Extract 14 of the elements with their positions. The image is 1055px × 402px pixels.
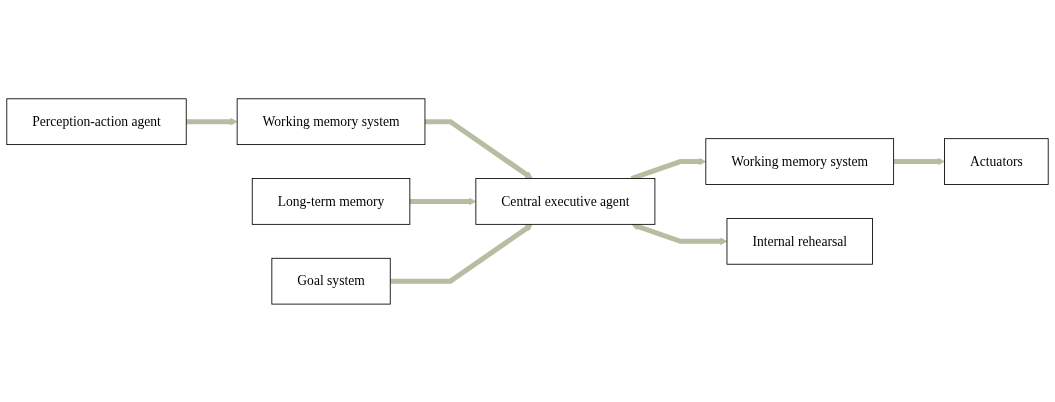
- node-box: Perception-action agent: [6, 97, 187, 145]
- arrow: [409, 197, 477, 205]
- arrow: [631, 222, 728, 245]
- arrow: [893, 157, 945, 165]
- node-box: Goal system: [271, 257, 391, 305]
- arrow: [424, 118, 533, 179]
- node-box: Long-term memory: [251, 177, 411, 225]
- node-box: Working memory system: [236, 97, 426, 145]
- node-box: Internal rehearsal: [726, 217, 873, 265]
- node-box: Working memory system: [705, 137, 895, 185]
- arrow: [390, 223, 533, 284]
- node-box: Central executive agent: [475, 177, 656, 225]
- arrow: [186, 117, 238, 125]
- node-box: Actuators: [944, 137, 1049, 185]
